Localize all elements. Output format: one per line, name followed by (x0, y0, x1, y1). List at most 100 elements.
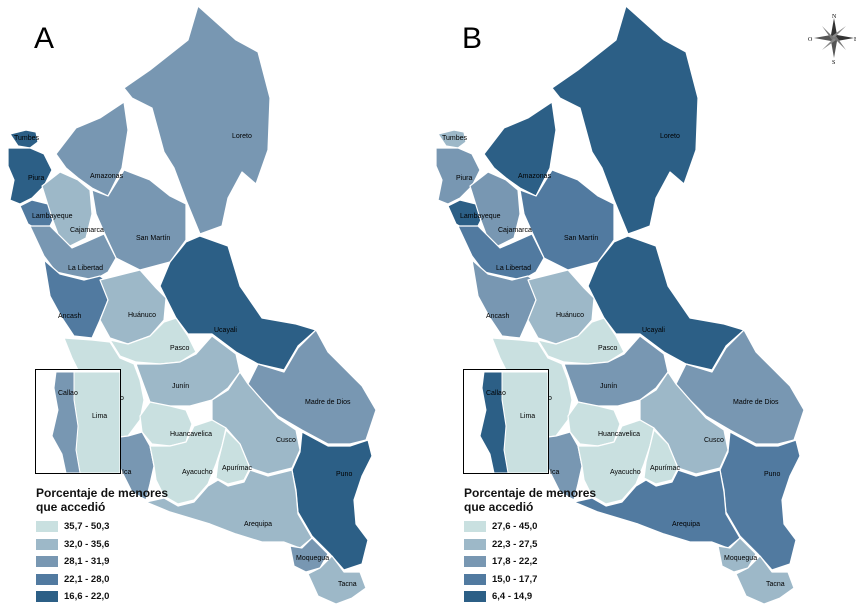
inset-callao-label: Callao (58, 390, 78, 397)
region-label-arequipa: Arequipa (244, 521, 272, 528)
legend-row: 15,0 - 17,7 (464, 571, 664, 589)
region-label-ica: Ica (122, 469, 131, 476)
region-label-tacna: Tacna (766, 581, 785, 588)
region-ucayali (159, 235, 317, 371)
region-label-moquegua: Moquegua (724, 555, 757, 562)
region-label-junin: Junín (172, 383, 189, 390)
legend: Porcentaje de menores que accedió 35,7 -… (36, 486, 236, 606)
region-san-martin (519, 169, 615, 271)
region-label-piura: Piura (28, 175, 44, 182)
compass-s: S (832, 60, 835, 64)
region-label-san-martin: San Martín (136, 235, 170, 242)
legend-row: 17,8 - 22,2 (464, 553, 664, 571)
region-label-tacna: Tacna (338, 581, 357, 588)
region-label-madre-de-dios: Madre de Dios (305, 399, 351, 406)
region-label-ayacucho: Ayacucho (610, 469, 641, 476)
region-label-junin: Junín (600, 383, 617, 390)
region-san-martin (91, 169, 187, 271)
region-ucayali (587, 235, 745, 371)
legend-swatch (464, 521, 486, 533)
region-loreto (123, 5, 271, 235)
region-label-puno: Puno (764, 471, 780, 478)
legend-row: 22,1 - 28,0 (36, 571, 236, 589)
region-arequipa (145, 469, 313, 549)
legend-row: 22,3 - 27,5 (464, 536, 664, 554)
region-piura (435, 147, 481, 205)
region-label-tumbes: Tumbes (14, 135, 40, 142)
legend-title: Porcentaje de menores que accedió (36, 486, 169, 514)
region-tacna (735, 555, 795, 605)
region-label-huancavelica: Huancavelica (170, 431, 212, 438)
panel-letter: B (462, 22, 483, 55)
compass-rose-icon: N S E O (808, 14, 856, 64)
region-tacna (307, 555, 367, 605)
legend-swatch (464, 591, 486, 603)
region-label-cusco: Cusco (704, 437, 724, 444)
region-label-amazonas: Amazonas (518, 173, 552, 180)
region-cajamarca (41, 171, 93, 247)
legend-swatch (36, 591, 58, 603)
region-label-cajamarca: Cajamarca (498, 227, 532, 234)
panel-letter: A (34, 22, 55, 55)
inset-callao-label: Callao (486, 390, 506, 397)
inset-lima-label: Lima (520, 413, 535, 420)
region-huanuco (99, 269, 167, 345)
region-apurimac (643, 429, 679, 485)
legend-row: 28,1 - 31,9 (36, 553, 236, 571)
lima-callao-inset: Callao Lima (35, 369, 121, 474)
legend-row: 6,4 - 14,9 (464, 588, 664, 606)
region-label-loreto: Loreto (660, 133, 680, 140)
region-label-apurimac: Apurímac (222, 465, 252, 472)
legend-row: 16,6 - 22,0 (36, 588, 236, 606)
region-label-pasco: Pasco (170, 345, 190, 352)
region-tumbes (437, 129, 467, 149)
region-label-arequipa: Arequipa (672, 521, 700, 528)
region-label-ucayali: Ucayali (214, 327, 237, 334)
region-label-tumbes: Tumbes (442, 135, 468, 142)
inset-lima-label: Lima (92, 413, 107, 420)
legend-row: 27,6 - 45,0 (464, 518, 664, 536)
legend-swatch (464, 538, 486, 550)
region-pasco (537, 317, 625, 365)
region-loreto (551, 5, 699, 235)
region-huancavelica (567, 401, 621, 447)
legend-swatch (36, 556, 58, 568)
region-pasco (109, 317, 197, 365)
legend-row: 35,7 - 50,3 (36, 518, 236, 536)
region-ayacucho (577, 419, 655, 505)
inset-lima-region (73, 371, 121, 474)
lima-callao-inset: Callao Lima (463, 369, 549, 474)
region-label-lambayeque: Lambayeque (460, 213, 501, 220)
region-label-apurimac: Apurímac (650, 465, 680, 472)
legend-row: 32,0 - 35,6 (36, 536, 236, 554)
region-label-piura: Piura (456, 175, 472, 182)
region-label-la-libertad: La Libertad (68, 265, 103, 272)
region-label-loreto: Loreto (232, 133, 252, 140)
region-madre-de-dios (247, 329, 377, 445)
region-cajamarca (469, 171, 521, 247)
region-label-ancash: Ancash (58, 313, 81, 320)
compass-o: O (808, 37, 813, 43)
region-label-puno: Puno (336, 471, 352, 478)
region-huancavelica (139, 401, 193, 447)
region-label-madre-de-dios: Madre de Dios (733, 399, 779, 406)
region-label-huanuco: Huánuco (128, 312, 156, 319)
compass-n: N (832, 14, 837, 20)
region-label-lambayeque: Lambayeque (32, 213, 73, 220)
region-label-huancavelica: Huancavelica (598, 431, 640, 438)
inset-lima-region (501, 371, 549, 474)
region-tumbes (9, 129, 39, 149)
peru-map: LoretoTumbesPiuraLambayequeAmazonasCajam… (7, 5, 377, 605)
legend: Porcentaje de menores que accedió 27,6 -… (464, 486, 664, 606)
region-label-ayacucho: Ayacucho (182, 469, 213, 476)
region-label-cusco: Cusco (276, 437, 296, 444)
legend-swatch (36, 538, 58, 550)
compass-e: E (854, 37, 856, 43)
region-apurimac (215, 429, 251, 485)
legend-swatch (464, 556, 486, 568)
region-piura (7, 147, 53, 205)
region-madre-de-dios (675, 329, 805, 445)
